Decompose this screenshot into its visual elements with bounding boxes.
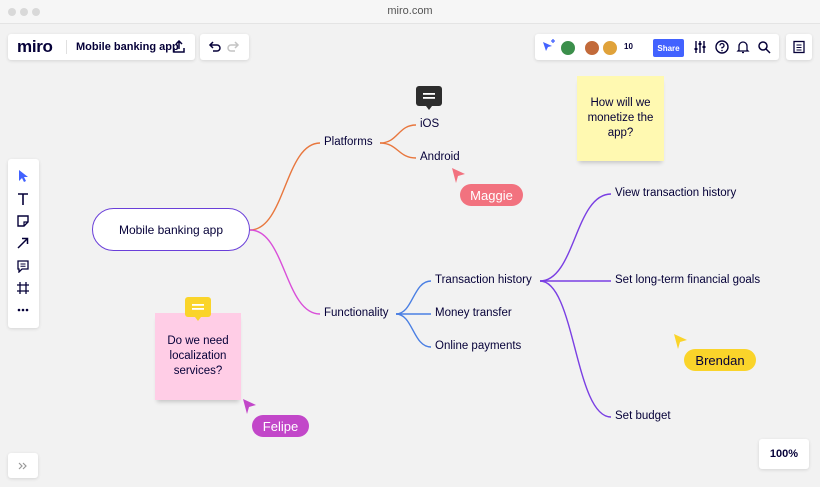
- node-set-budget[interactable]: Set budget: [615, 410, 671, 422]
- browser-titlebar: miro.com: [0, 0, 820, 24]
- board-menu-panel: [786, 34, 812, 60]
- collaboration-panel: 10 Share: [535, 34, 779, 60]
- comment-icon[interactable]: [416, 86, 442, 110]
- root-node-label: Mobile banking app: [118, 222, 224, 237]
- board-header-panel: miro Mobile banking app: [8, 34, 195, 60]
- settings-sliders-icon[interactable]: [691, 38, 709, 56]
- url-text: miro.com: [387, 5, 433, 17]
- undo-redo-panel: [200, 34, 249, 60]
- frame-tool-icon[interactable]: [14, 279, 32, 297]
- attention-cursor-icon[interactable]: [540, 38, 558, 56]
- export-icon[interactable]: [170, 38, 188, 56]
- board-list-icon[interactable]: [790, 38, 808, 56]
- sticky-localization-text: Do we need localization services?: [167, 335, 229, 377]
- connector-root-functionality: [249, 229, 321, 315]
- cursor-pointer-felipe-icon: [243, 399, 256, 414]
- node-platforms[interactable]: Platforms: [324, 136, 373, 148]
- board-canvas[interactable]: Mobile banking app Platforms Functionali…: [0, 24, 820, 487]
- collaborator-count[interactable]: 10: [624, 42, 633, 51]
- node-view-transaction-history[interactable]: View transaction history: [615, 187, 737, 199]
- collaborator-avatar[interactable]: [602, 40, 618, 56]
- connector-root-platforms: [249, 142, 321, 231]
- sticky-note-monetize[interactable]: How will we monetize the app?: [577, 76, 664, 161]
- zoom-level-indicator[interactable]: 100%: [759, 439, 809, 469]
- collaborator-avatar[interactable]: [560, 40, 576, 56]
- connector-platforms-ios: [379, 124, 417, 144]
- text-tool-icon[interactable]: [14, 190, 32, 208]
- connector-transactions-view: [539, 193, 612, 282]
- comment-tool-icon[interactable]: [14, 257, 32, 275]
- select-cursor-icon[interactable]: [14, 167, 32, 185]
- node-functionality[interactable]: Functionality: [324, 307, 389, 319]
- connector-functionality-payments: [395, 313, 432, 348]
- tools-panel: [8, 159, 39, 328]
- connector-transactions-budget: [539, 280, 612, 418]
- mindmap-connectors: [249, 124, 612, 418]
- redo-icon[interactable]: [225, 38, 243, 56]
- sticky-note-localization[interactable]: Do we need localization services?: [155, 313, 241, 400]
- board-title[interactable]: Mobile banking app: [66, 40, 179, 54]
- chevrons-right-icon: [14, 457, 32, 475]
- connector-platforms-android: [379, 142, 417, 159]
- node-android[interactable]: Android: [420, 151, 460, 163]
- comment-icon-yellow[interactable]: [185, 297, 211, 321]
- cursor-label-felipe: Felipe: [252, 415, 309, 437]
- miro-logo[interactable]: miro: [17, 37, 53, 56]
- cursor-pointer-maggie-icon: [452, 168, 465, 183]
- node-transaction-history[interactable]: Transaction history: [435, 274, 532, 286]
- sticky-monetize-text: How will we monetize the app?: [587, 97, 654, 139]
- cursor-pointer-brendan-icon: [674, 334, 687, 349]
- notifications-bell-icon[interactable]: [734, 38, 752, 56]
- mindmap-root-node[interactable]: Mobile banking app: [92, 208, 250, 251]
- expand-panel-button[interactable]: [8, 453, 38, 478]
- node-online-payments[interactable]: Online payments: [435, 340, 522, 352]
- node-money-transfer[interactable]: Money transfer: [435, 307, 512, 319]
- sticky-note-tool-icon[interactable]: [14, 212, 32, 230]
- collaborator-avatar[interactable]: [584, 40, 600, 56]
- node-ios[interactable]: iOS: [420, 118, 440, 130]
- window-minimize-dot[interactable]: [20, 8, 28, 16]
- help-icon[interactable]: [713, 38, 731, 56]
- undo-icon[interactable]: [205, 38, 223, 56]
- node-set-financial-goals[interactable]: Set long-term financial goals: [615, 274, 761, 286]
- share-button[interactable]: Share: [653, 39, 684, 57]
- window-maximize-dot[interactable]: [32, 8, 40, 16]
- connector-functionality-transactions: [395, 280, 432, 315]
- cursor-label-maggie: Maggie: [460, 184, 523, 206]
- cursor-label-brendan: Brendan: [684, 349, 756, 371]
- more-tools-icon[interactable]: [14, 301, 32, 319]
- search-icon[interactable]: [755, 38, 773, 56]
- window-close-dot[interactable]: [8, 8, 16, 16]
- connection-line-tool-icon[interactable]: [14, 234, 32, 252]
